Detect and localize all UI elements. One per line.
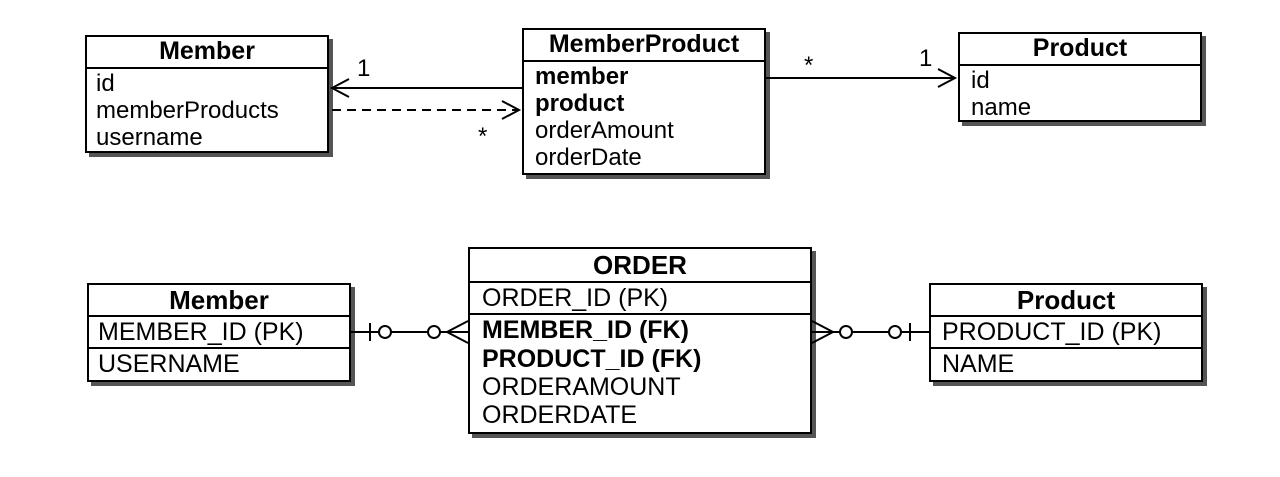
class-product-field: name bbox=[971, 94, 1032, 122]
er-product-zero-circle bbox=[888, 325, 902, 339]
class-memberproduct-box: MemberProduct member product orderAmount… bbox=[522, 28, 766, 175]
er-product-box: Product PRODUCT_ID (PK) NAME bbox=[929, 283, 1203, 382]
er-member-zero-circle bbox=[378, 325, 392, 339]
er-order-zero-circle-left bbox=[427, 325, 441, 339]
class-member-box: Member id memberProducts username bbox=[85, 35, 329, 153]
er-order-field: ORDERDATE bbox=[482, 401, 638, 429]
er-order-crowfoot-left bbox=[444, 320, 469, 344]
er-product-field: NAME bbox=[942, 350, 1015, 379]
er-order-field: ORDERAMOUNT bbox=[482, 372, 681, 401]
multiplicity-member-one: 1 bbox=[357, 55, 371, 82]
class-member-field: memberProducts bbox=[96, 97, 279, 125]
multiplicity-member-products-many: * bbox=[478, 123, 488, 150]
class-memberproduct-field: member bbox=[535, 63, 629, 90]
class-product-title: Product bbox=[960, 34, 1200, 66]
er-order-title: ORDER bbox=[470, 249, 810, 283]
class-memberproduct-field: product bbox=[535, 90, 625, 118]
class-product-box: Product id name bbox=[958, 32, 1202, 122]
class-memberproduct-field: orderDate bbox=[535, 144, 642, 172]
er-order-zero-circle-right bbox=[839, 325, 853, 339]
er-member-box: Member MEMBER_ID (PK) USERNAME bbox=[87, 283, 351, 382]
multiplicity-product-from-many: * bbox=[804, 52, 814, 79]
class-memberproduct-field: orderAmount bbox=[535, 117, 674, 145]
member-products-arrowhead bbox=[501, 100, 522, 120]
er-order-box: ORDER ORDER_ID (PK) MEMBER_ID (FK) PRODU… bbox=[468, 247, 812, 434]
multiplicity-product-to-one: 1 bbox=[919, 45, 933, 72]
class-member-title: Member bbox=[87, 37, 327, 69]
er-order-crowfoot-right bbox=[811, 320, 836, 344]
class-member-field: id bbox=[96, 70, 115, 97]
er-member-field: USERNAME bbox=[98, 350, 240, 379]
er-product-title: Product bbox=[931, 285, 1201, 317]
class-product-field: id bbox=[971, 67, 990, 94]
er-member-pk: MEMBER_ID (PK) bbox=[98, 318, 304, 346]
er-product-pk: PRODUCT_ID (PK) bbox=[942, 318, 1162, 346]
product-arrowhead bbox=[937, 68, 958, 88]
er-order-field: PRODUCT_ID (FK) bbox=[482, 344, 702, 373]
class-memberproduct-title: MemberProduct bbox=[524, 30, 764, 62]
member-arrowhead bbox=[329, 78, 350, 98]
er-order-pk: ORDER_ID (PK) bbox=[482, 284, 669, 312]
er-member-title: Member bbox=[89, 285, 349, 317]
er-order-field: MEMBER_ID (FK) bbox=[482, 316, 689, 345]
class-member-field: username bbox=[96, 124, 203, 152]
